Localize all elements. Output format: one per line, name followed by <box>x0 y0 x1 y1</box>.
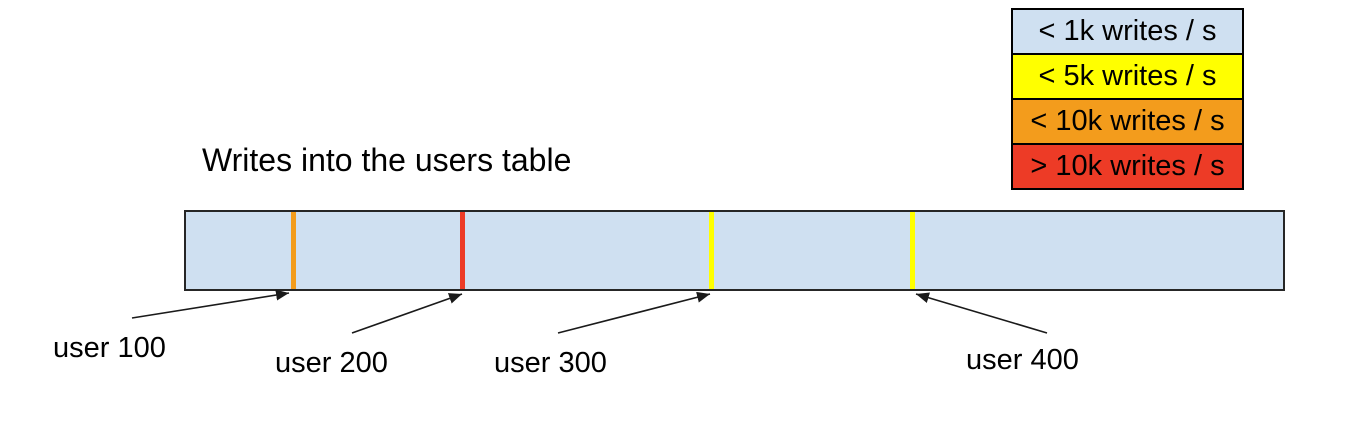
diagram-title: Writes into the users table <box>202 142 572 178</box>
legend: < 1k writes / s < 5k writes / s < 10k wr… <box>1011 8 1244 190</box>
legend-item-lt-1k: < 1k writes / s <box>1011 8 1244 55</box>
label-user-200: user 200 <box>275 347 388 379</box>
users-table-bar <box>184 210 1285 291</box>
label-user-100: user 100 <box>53 332 166 364</box>
arrow-user-200 <box>351 293 463 334</box>
arrow-user-100 <box>131 289 290 319</box>
legend-item-lt-5k: < 5k writes / s <box>1011 53 1244 100</box>
hotspot-stripe-user-400 <box>910 212 915 289</box>
hotspot-stripe-user-100 <box>291 212 296 289</box>
label-user-400: user 400 <box>966 344 1079 376</box>
legend-item-lt-5k-label: < 5k writes / s <box>1038 60 1217 92</box>
legend-item-lt-1k-label: < 1k writes / s <box>1038 15 1217 47</box>
arrow-user-300 <box>557 291 711 334</box>
arrow-user-400 <box>915 292 1048 334</box>
legend-item-gt-10k: > 10k writes / s <box>1011 143 1244 190</box>
legend-item-gt-10k-label: > 10k writes / s <box>1030 150 1225 182</box>
label-user-300: user 300 <box>494 347 607 379</box>
legend-item-lt-10k-label: < 10k writes / s <box>1030 105 1225 137</box>
hotspot-stripe-user-300 <box>709 212 714 289</box>
legend-item-lt-10k: < 10k writes / s <box>1011 98 1244 145</box>
hotspot-stripe-user-200 <box>460 212 465 289</box>
